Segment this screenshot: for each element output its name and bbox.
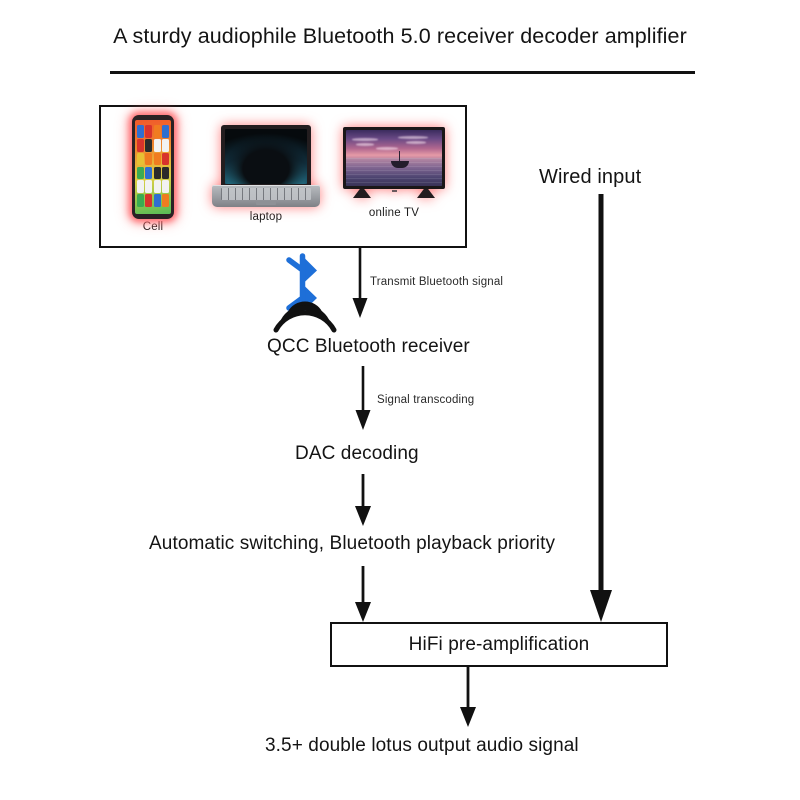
laptop-keyboard [221, 188, 311, 200]
device-laptop: laptop [204, 125, 328, 223]
television-icon [343, 127, 445, 205]
edge-label-signal-transcoding: Signal transcoding [377, 394, 475, 406]
tv-stand-left [353, 189, 371, 198]
node-hifi-preamplification-box: HiFi pre-amplification [330, 622, 668, 667]
laptop-base [212, 185, 320, 207]
laptop-icon [212, 125, 320, 209]
node-dac-decoding: DAC decoding [295, 443, 419, 464]
node-output-audio-signal: 3.5+ double lotus output audio signal [265, 735, 579, 756]
device-cell: Cell [121, 115, 185, 233]
device-cell-label: Cell [142, 221, 164, 233]
arrow-dac-to-auto-switching [355, 474, 371, 526]
tv-stand-right [417, 189, 435, 198]
phone-screen [135, 120, 171, 214]
hifi-preamplification-label: HiFi pre-amplification [408, 633, 590, 655]
device-laptop-label: laptop [249, 211, 283, 223]
edge-label-transmit-bluetooth-signal: Transmit Bluetooth signal [370, 276, 504, 288]
node-wired-input: Wired input [539, 166, 642, 188]
tv-frame [343, 127, 445, 189]
arrow-devices-to-receiver [352, 248, 368, 318]
laptop-trackpad [256, 201, 276, 205]
tv-logo [391, 190, 397, 192]
tv-boat-mast [398, 151, 401, 166]
tv-boat [391, 161, 410, 169]
bluetooth-signal-icon [273, 253, 337, 333]
device-tv: online TV [335, 127, 453, 219]
laptop-lid [221, 125, 311, 187]
arrow-receiver-to-dac [355, 366, 371, 430]
page-title: A sturdy audiophile Bluetooth 5.0 receiv… [113, 24, 687, 48]
title-divider [110, 71, 695, 74]
smartphone-icon [132, 115, 174, 219]
laptop-screen [225, 129, 307, 184]
arrow-auto-switching-to-hifi [355, 566, 371, 622]
node-automatic-switching: Automatic switching, Bluetooth playback … [149, 533, 556, 554]
tv-screen [346, 130, 442, 186]
arrow-hifi-to-output [460, 667, 476, 727]
node-qcc-receiver: QCC Bluetooth receiver [267, 336, 470, 357]
source-devices-box: Cell laptop [99, 105, 467, 248]
device-tv-label: online TV [368, 207, 420, 219]
arrow-wired-input-to-hifi [590, 194, 612, 622]
